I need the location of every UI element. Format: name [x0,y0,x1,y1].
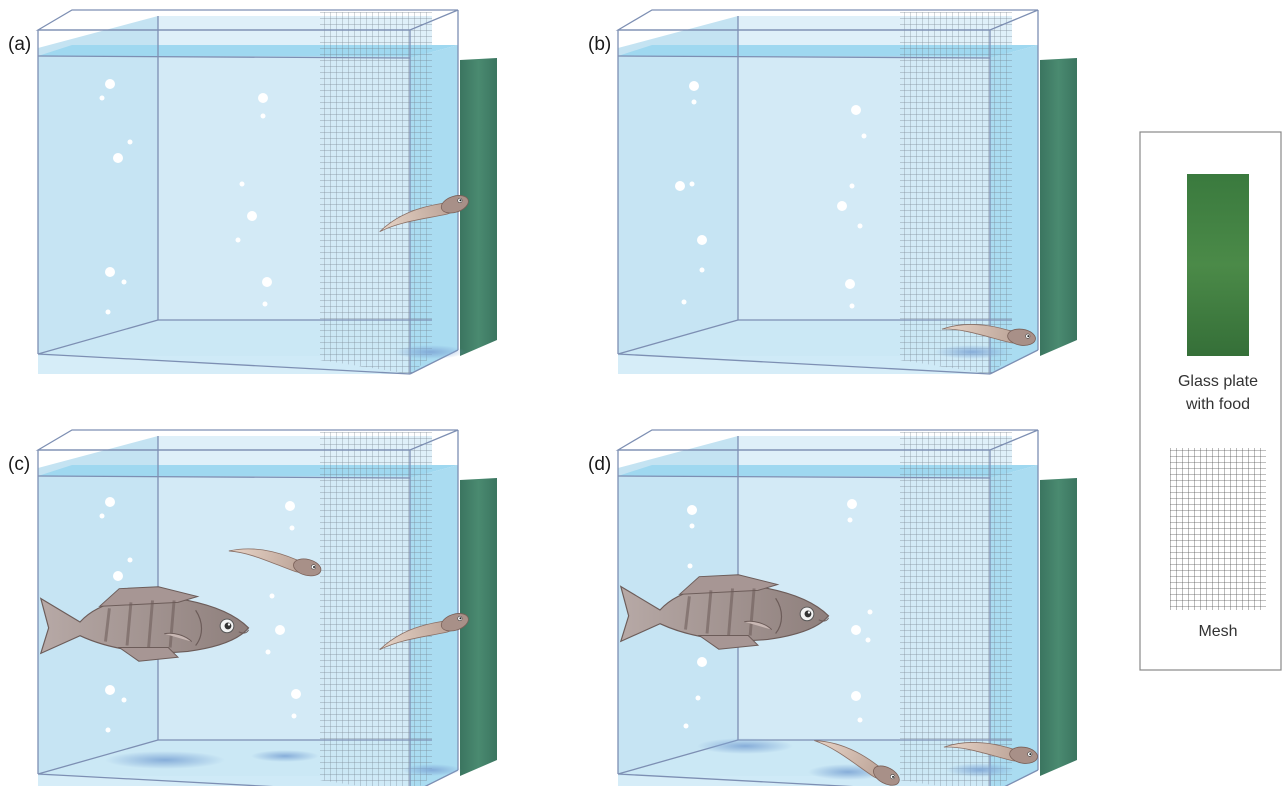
legend-plate-label-1: Glass plate [1178,373,1258,390]
panel-c: (c) [8,430,497,786]
tank-a [38,10,497,374]
shadow-d3 [946,763,1014,777]
panel-label-a: (a) [8,34,31,55]
panel-label-c: (c) [8,454,30,475]
shadow-c1 [105,751,225,769]
shadow-c3 [402,764,462,776]
shadow-a [394,345,466,359]
panel-label-b: (b) [588,34,611,55]
panel-d: (d) [588,430,1077,786]
panel-a: (a) [8,10,497,374]
panel-b: (b) [588,10,1077,374]
shadow-d1 [697,738,793,754]
tank-b [618,10,1077,374]
panel-label-d: (d) [588,454,611,475]
shadow-b [934,345,1010,359]
shadow-c2 [251,750,319,762]
legend-mesh-label: Mesh [1198,623,1237,640]
legend-plate-swatch [1187,174,1249,356]
legend: Glass plate with food Mesh [1140,132,1281,670]
legend-mesh-swatch [1170,448,1266,610]
legend-plate-label-2: with food [1185,396,1250,413]
